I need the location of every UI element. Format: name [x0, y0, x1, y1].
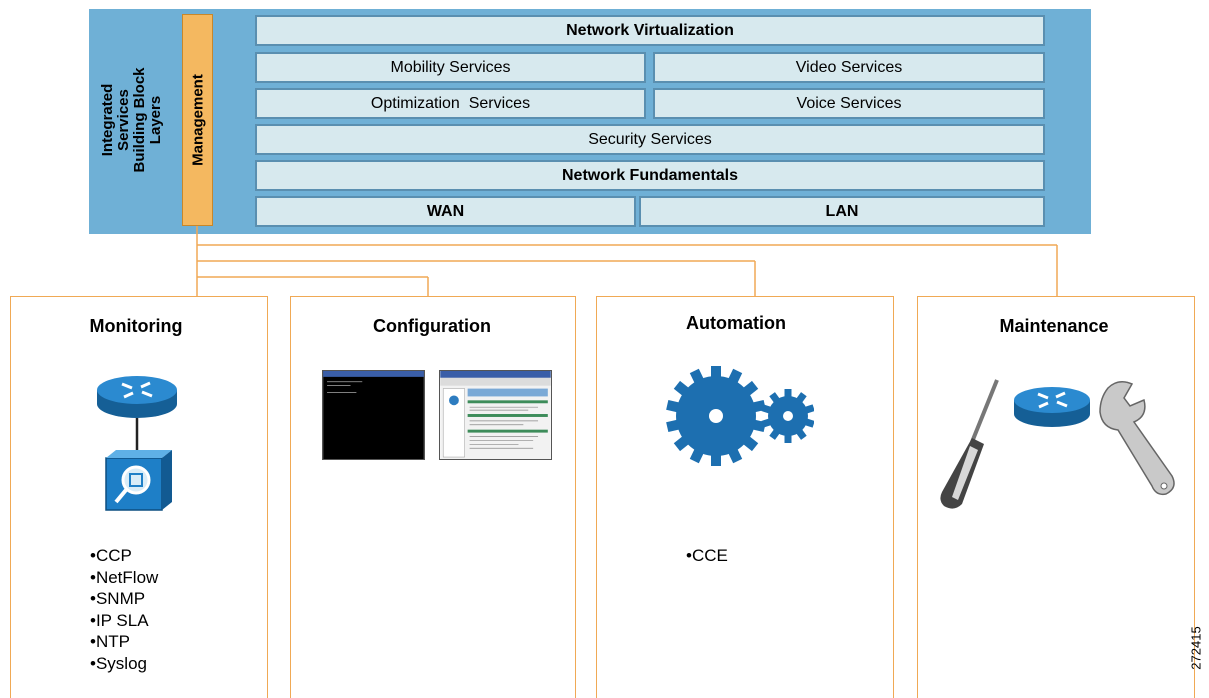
list-item: NTP	[90, 631, 158, 653]
monitoring-graphic	[97, 376, 177, 511]
video-services-label: Video Services	[795, 58, 903, 76]
cli-terminal-screenshot	[322, 370, 425, 460]
configuration-box	[290, 296, 576, 698]
figure-id-text: 272415	[1188, 625, 1204, 670]
mobility-services-label: Mobility Services	[390, 58, 511, 76]
monitoring-probe-icon	[105, 450, 172, 511]
network-fundamentals-label: Network Fundamentals	[561, 166, 739, 184]
security-services-label: Security Services	[588, 130, 712, 148]
maintenance-title: Maintenance	[999, 316, 1109, 336]
screwdriver-icon	[940, 379, 999, 509]
lan-layer: LAN	[639, 196, 1045, 227]
lan-label: LAN	[825, 202, 859, 220]
list-item: CCE	[686, 545, 728, 567]
optimization-services-layer: Optimization Services	[255, 88, 646, 119]
list-item: NetFlow	[90, 567, 158, 589]
list-item: SNMP	[90, 588, 158, 610]
automation-box	[596, 296, 894, 698]
management-bar: Management	[182, 14, 213, 226]
network-virtualization-layer: Network Virtualization	[255, 15, 1045, 46]
monitoring-title: Monitoring	[89, 316, 183, 336]
security-services-layer: Security Services	[255, 124, 1045, 155]
network-fundamentals-layer: Network Fundamentals	[255, 160, 1045, 191]
router-icon	[97, 376, 177, 418]
gui-screenshot	[439, 370, 552, 460]
wan-layer: WAN	[255, 196, 636, 227]
list-item: CCP	[90, 545, 158, 567]
optimization-services-label: Optimization Services	[370, 94, 531, 112]
maintenance-graphic	[940, 379, 1175, 509]
mobility-services-layer: Mobility Services	[255, 52, 646, 83]
list-item: Syslog	[90, 653, 158, 675]
configuration-title: Configuration	[373, 316, 491, 336]
wan-label: WAN	[426, 202, 465, 220]
gears-icon	[666, 366, 814, 466]
network-virtualization-label: Network Virtualization	[566, 21, 734, 39]
voice-services-layer: Voice Services	[653, 88, 1045, 119]
figure-id: 272415	[1186, 600, 1206, 695]
monitoring-list: CCP NetFlow SNMP IP SLA NTP Syslog	[90, 545, 158, 674]
video-services-layer: Video Services	[653, 52, 1045, 83]
list-item: IP SLA	[90, 610, 158, 632]
automation-list: CCE	[686, 545, 728, 567]
automation-title: Automation	[686, 313, 786, 333]
router-icon	[1014, 387, 1090, 427]
voice-services-label: Voice Services	[796, 94, 902, 112]
wrench-icon	[1099, 381, 1175, 496]
